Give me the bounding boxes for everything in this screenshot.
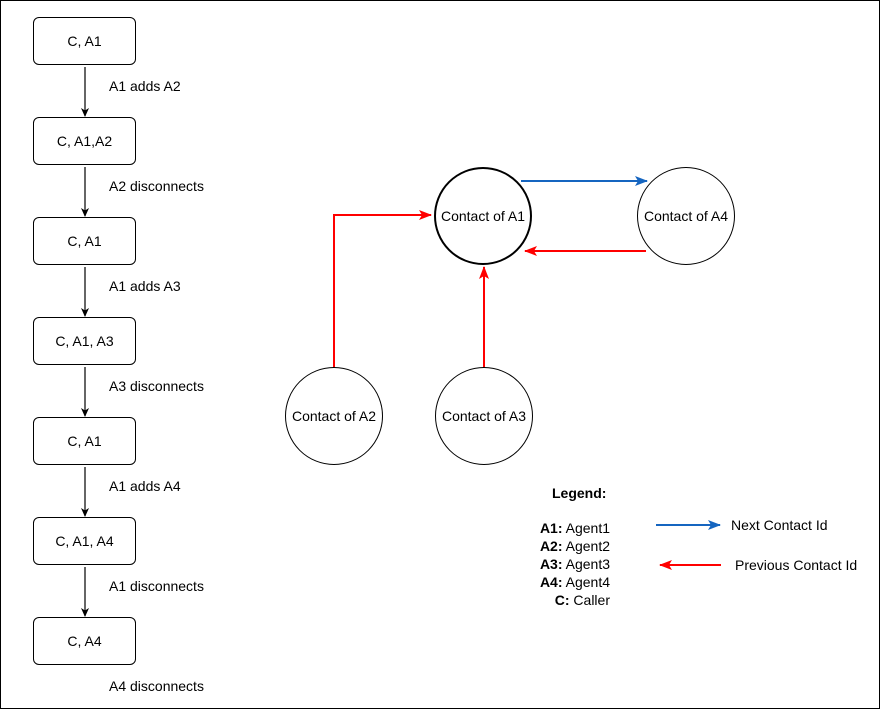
state-box-2: C, A1,A2	[33, 117, 136, 165]
legend-value: Agent2	[565, 538, 610, 554]
legend-key: A4:	[539, 574, 563, 590]
event-label-6: A1 disconnects	[109, 578, 204, 594]
legend-definition: A4: Agent4	[540, 573, 610, 591]
legend-key: A3:	[539, 556, 563, 572]
event-label-3: A1 adds A3	[109, 278, 181, 294]
event-label-2: A2 disconnects	[109, 178, 204, 194]
state-box-7: C, A4	[33, 617, 136, 665]
state-box-3: C, A1	[33, 217, 136, 265]
legend-value: Caller	[573, 592, 610, 608]
legend-value: Agent1	[565, 520, 610, 536]
state-box-6: C, A1, A4	[33, 517, 136, 565]
event-label-7: A4 disconnects	[109, 678, 204, 694]
legend-next-label: Next Contact Id	[731, 517, 828, 533]
legend-definition: A3: Agent3	[540, 555, 610, 573]
contact-node-a2: Contact of A2	[285, 367, 383, 465]
event-label-1: A1 adds A2	[109, 78, 181, 94]
legend-key: A1:	[539, 520, 563, 536]
state-box-5: C, A1	[33, 417, 136, 465]
legend-key: A2:	[539, 538, 563, 554]
legend-previous-label: Previous Contact Id	[735, 557, 858, 573]
contact-node-a3: Contact of A3	[435, 367, 533, 465]
event-label-5: A1 adds A4	[109, 478, 181, 494]
legend-definition: A1: Agent1	[540, 519, 610, 537]
event-label-4: A3 disconnects	[109, 378, 204, 394]
legend-value: Agent3	[565, 556, 610, 572]
contact-node-a1: Contact of A1	[434, 167, 532, 265]
legend-title: Legend:	[552, 485, 607, 501]
legend-definition: C: Caller	[540, 591, 610, 609]
previous-arrow-a2-to-a1	[333, 210, 432, 367]
state-box-4: C, A1, A3	[33, 317, 136, 365]
legend-definition: A2: Agent2	[540, 537, 610, 555]
legend-definitions: A1: Agent1 A2: Agent2 A3: Agent3 A4: Age…	[540, 519, 610, 609]
state-box-1: C, A1	[33, 17, 136, 65]
legend-value: Agent4	[565, 574, 610, 590]
contact-node-a4: Contact of A4	[637, 167, 735, 265]
legend-key: C:	[554, 592, 570, 608]
